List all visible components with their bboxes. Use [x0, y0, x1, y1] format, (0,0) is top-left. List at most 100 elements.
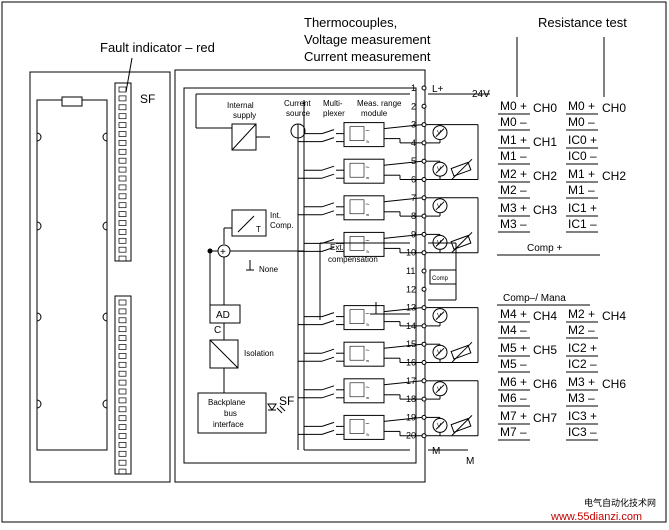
svg-text:≈: ≈ [366, 176, 370, 182]
left-terminal [118, 113, 127, 120]
left-terminal [118, 86, 127, 93]
svg-text:∼: ∼ [365, 165, 370, 171]
left-terminal [118, 157, 127, 164]
terminal-screw [421, 103, 427, 109]
comp-plus-label: Comp + [527, 243, 562, 254]
svg-text:∼: ∼ [365, 129, 370, 135]
svg-text:V: V [437, 387, 441, 393]
signal-plus: M3 + [500, 201, 527, 215]
res-signal-bottom: M3 – [568, 391, 595, 405]
svg-text:∼: ∼ [365, 421, 370, 427]
fault-indicator-leader [125, 57, 133, 93]
terminal-screw [421, 268, 427, 274]
terminal-screw [421, 414, 427, 420]
internal-supply-label: Internal [227, 101, 254, 110]
left-terminal [118, 326, 127, 333]
left-terminal [118, 442, 127, 448]
signal-plus: M0 + [500, 99, 527, 113]
terminal-number: 12 [406, 284, 416, 294]
left-terminal [118, 433, 127, 439]
backplane-label2: bus [224, 409, 237, 418]
left-terminal [118, 175, 127, 182]
svg-text:∼: ∼ [365, 385, 370, 391]
terminal-screw [421, 341, 427, 347]
channel-label: CH0 [533, 101, 557, 115]
svg-text:∼: ∼ [365, 202, 370, 208]
lplus-label: L+ [432, 84, 444, 95]
channel-label: CH5 [533, 343, 557, 357]
isolation-label: Isolation [244, 349, 274, 358]
v24-label: 24V [472, 89, 490, 100]
terminal-screw [421, 177, 427, 182]
mux-switch [321, 421, 335, 427]
res-signal-bottom: M2 – [568, 323, 595, 337]
comp-box [429, 269, 457, 285]
current-source-label: Current [284, 99, 311, 108]
backplane-interface [197, 392, 267, 434]
left-terminal [118, 237, 127, 244]
current-source-label2: source [286, 109, 311, 118]
left-terminal [118, 140, 127, 146]
channel-label: CH1 [533, 135, 557, 149]
sf-label-right: SF [279, 394, 294, 408]
terminal-screw [421, 323, 427, 329]
svg-text:∼: ∼ [365, 348, 370, 354]
svg-text:≈: ≈ [366, 396, 370, 402]
watermark-cn: 电气自动化技术网 [584, 497, 656, 508]
left-terminal [118, 308, 127, 315]
left-terminal [118, 166, 127, 173]
terminal-screw [421, 158, 427, 164]
terminal-number: 13 [406, 303, 416, 313]
terminal-screw [421, 213, 427, 219]
backplane-label3: interface [213, 420, 244, 429]
signal-minus: M0 – [500, 115, 527, 129]
signal-minus: M2 – [500, 183, 527, 197]
channel-label: CH7 [533, 411, 557, 425]
left-module-clip [61, 96, 83, 107]
watermark-url: www.55dianzi.com [550, 511, 642, 523]
left-terminal [118, 397, 127, 404]
res-channel-label: CH4 [602, 309, 626, 323]
svg-text:V: V [437, 167, 441, 173]
svg-text:≈: ≈ [366, 359, 370, 365]
svg-text:V: V [437, 350, 441, 356]
int-comp-t: T [256, 225, 261, 234]
left-terminal [118, 361, 127, 368]
signal-plus: M6 + [500, 375, 527, 389]
signal-minus: M5 – [500, 357, 527, 371]
channel-label: CH2 [533, 169, 557, 183]
res-signal-top: IC2 + [568, 341, 597, 355]
res-channel-label: CH0 [602, 101, 626, 115]
terminal-number: 2 [411, 101, 416, 111]
res-signal-top: IC0 + [568, 133, 597, 147]
left-module [29, 71, 171, 483]
mux-switch [321, 348, 335, 354]
left-terminal [118, 459, 127, 466]
mux-switch [321, 385, 335, 391]
terminal-screw [421, 378, 427, 384]
left-module-inner [36, 99, 108, 451]
terminal-screw [421, 360, 427, 365]
svg-text:≈: ≈ [366, 140, 370, 146]
left-terminal [118, 95, 127, 102]
resistor-symbol [450, 417, 472, 433]
left-terminal [118, 148, 127, 155]
res-signal-bottom: IC1 – [568, 217, 597, 231]
left-terminal [118, 122, 127, 128]
terminal-number: 7 [411, 193, 416, 203]
backplane-label1: Backplane [208, 398, 246, 407]
int-comp-label: Int. [270, 211, 281, 220]
res-signal-top: M2 + [568, 307, 595, 321]
terminal-screw [421, 122, 427, 128]
svg-text:≈: ≈ [366, 432, 370, 438]
res-channel-label: CH6 [602, 377, 626, 391]
resistor-symbol [450, 344, 472, 360]
left-terminal [118, 131, 127, 137]
left-terminal [118, 220, 127, 226]
terminal-screw [421, 195, 427, 201]
left-terminal [118, 468, 127, 475]
svg-text:C: C [214, 325, 221, 336]
ext-comp-label: Ext. [330, 243, 344, 252]
res-signal-top: M1 + [568, 167, 595, 181]
